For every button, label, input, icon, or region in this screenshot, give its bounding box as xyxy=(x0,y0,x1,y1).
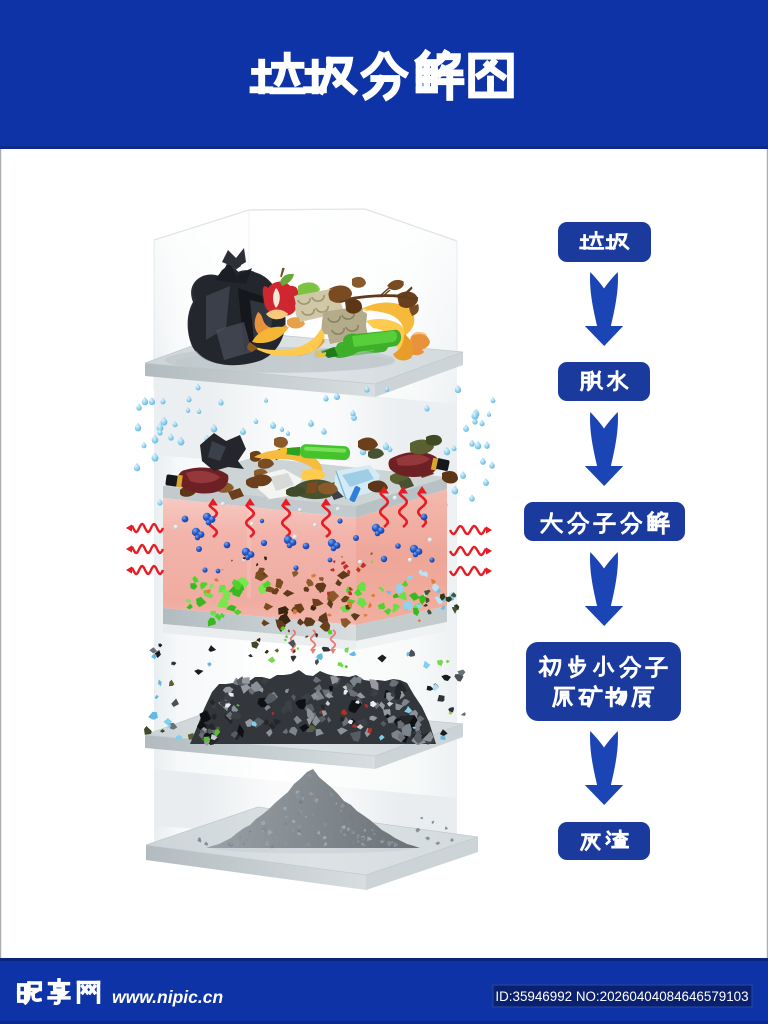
svg-text:ID:35946992 NO:202604040846465: ID:35946992 NO:20260404084646579103 xyxy=(495,989,748,1004)
svg-text:www.nipic.cn: www.nipic.cn xyxy=(112,987,223,1007)
